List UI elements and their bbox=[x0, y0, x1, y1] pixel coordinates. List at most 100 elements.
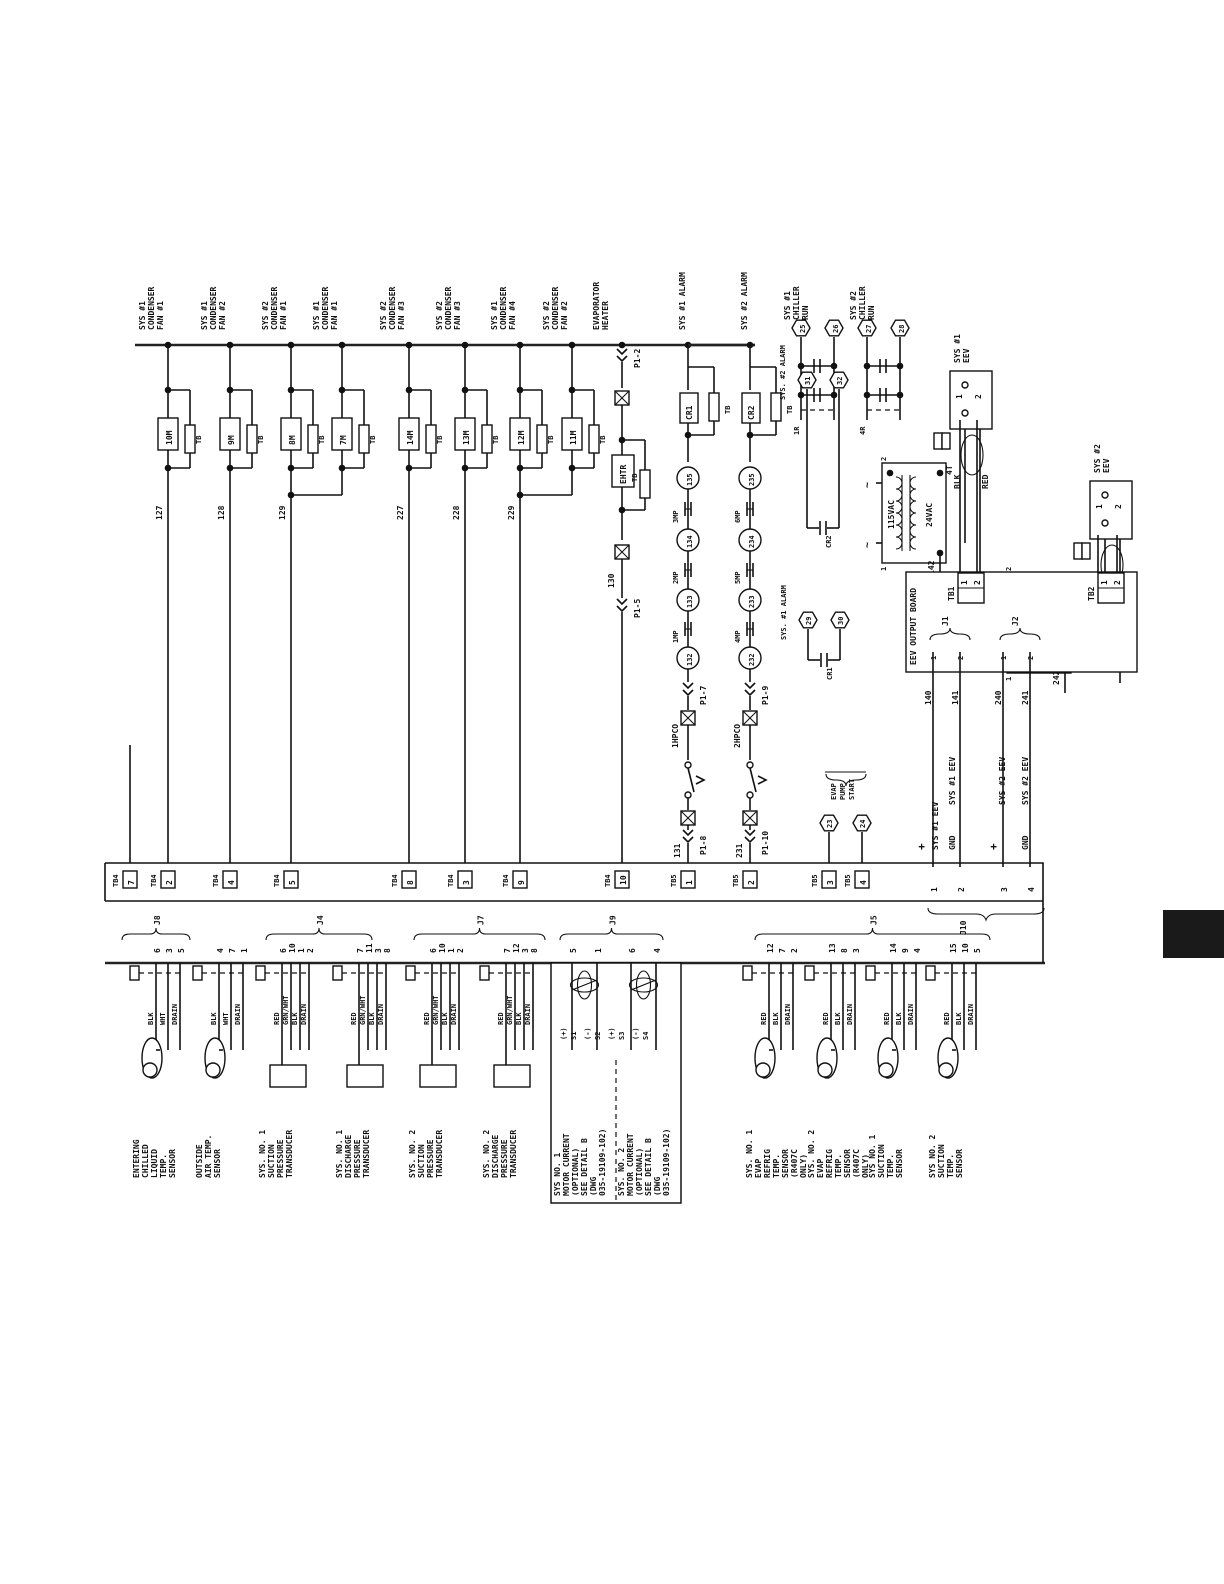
terminal-block-label: TB4 bbox=[212, 874, 220, 887]
tb-terminal-tb4-5 bbox=[283, 870, 299, 889]
terminal-number: 2 bbox=[165, 880, 174, 885]
tb-terminal-tb4-10 bbox=[614, 870, 630, 889]
top-circuit-label: SYS #2 ALARM bbox=[740, 272, 749, 330]
wire-number-label: 231 bbox=[735, 843, 744, 858]
tb-terminal-tb4-8 bbox=[401, 870, 417, 889]
connector-brace bbox=[413, 927, 546, 941]
top-circuit-label: FAN #1 bbox=[156, 301, 165, 330]
relay-label: TB bbox=[195, 436, 203, 444]
pin-number: 3 bbox=[852, 948, 861, 953]
terminal-block-label: TB4 bbox=[391, 874, 399, 887]
lead-number: 2 bbox=[1005, 567, 1013, 571]
junction-dot bbox=[568, 464, 576, 472]
temp-sensor-tip bbox=[817, 1062, 833, 1078]
coil-label: 9M bbox=[227, 435, 236, 445]
sensor-label: MOTOR CURRENT bbox=[562, 1133, 571, 1196]
sensor-label: PRESSURE bbox=[500, 1139, 509, 1178]
sensor-label: SYS NO. 2 bbox=[928, 1134, 937, 1178]
terminal-number: 30 bbox=[837, 617, 845, 625]
pin-number: 8 bbox=[530, 948, 539, 953]
wire-color-label: RED bbox=[981, 474, 990, 489]
relay-tb-box bbox=[639, 469, 651, 499]
eev-valve-label: SYS #2 bbox=[1093, 444, 1102, 473]
top-circuit-label: CONDENSER bbox=[444, 286, 453, 330]
pin-number: 6 bbox=[628, 948, 637, 953]
wire-color-label: BLK bbox=[953, 474, 962, 489]
connector-brace bbox=[999, 627, 1041, 641]
heater-fuse bbox=[614, 390, 630, 406]
sensor-label: ONLY) bbox=[861, 1154, 870, 1178]
wire-color-label: BLK bbox=[515, 1012, 523, 1025]
shield-ground-tab bbox=[255, 965, 266, 981]
wire-number-label: 227 bbox=[396, 505, 405, 520]
top-circuit-label: SYS #1 bbox=[138, 301, 147, 330]
top-circuit-label: CONDENSER bbox=[499, 286, 508, 330]
node-label: 235 bbox=[748, 473, 756, 486]
pin-number: 3 bbox=[521, 948, 530, 953]
switch-label: 2HPCO bbox=[733, 724, 742, 748]
relay-tb-box bbox=[536, 424, 548, 454]
wire-color-label: WHT bbox=[159, 1012, 167, 1025]
alarm-plug bbox=[682, 689, 694, 697]
eev-terminal bbox=[1101, 519, 1109, 527]
shield-ground-tab bbox=[332, 965, 343, 981]
junction-dot bbox=[797, 391, 805, 399]
pin-number: 7 bbox=[356, 948, 365, 953]
connector-label: J8 bbox=[153, 915, 162, 925]
junction-dot bbox=[338, 386, 346, 394]
section-tab-marker bbox=[1163, 910, 1224, 958]
sensor-label: MOTOR CURRENT bbox=[626, 1133, 635, 1196]
junction-dot bbox=[618, 341, 626, 349]
coil-label: 11M bbox=[569, 430, 578, 445]
sensor-label: (R407C bbox=[852, 1149, 861, 1178]
twisted-pair bbox=[635, 970, 652, 1000]
junction-dot bbox=[797, 362, 805, 370]
pin-number: 2 bbox=[790, 948, 799, 953]
terminal-29 bbox=[798, 611, 818, 629]
sensor-label: EVAP bbox=[754, 1159, 763, 1178]
relay-label: TB bbox=[631, 474, 639, 482]
eev-valve-label: EEV bbox=[1102, 458, 1111, 473]
transformer-label: 4T bbox=[945, 465, 954, 475]
top-circuit-label: CHILLER bbox=[858, 286, 867, 320]
terminal-number: 4 bbox=[227, 880, 236, 885]
top-circuit-label: HEATER bbox=[601, 301, 610, 330]
relay-label: 1R bbox=[793, 426, 801, 435]
wire-color-label: DRAIN bbox=[450, 1004, 458, 1025]
sensor-label: SYS. NO. 1 bbox=[258, 1130, 267, 1178]
sensor-label: REFRIG bbox=[825, 1149, 834, 1178]
wire-color-label: BLK bbox=[955, 1012, 963, 1025]
heater-fuse-2 bbox=[614, 544, 630, 560]
j10-brace bbox=[927, 907, 1045, 922]
tb-terminal-tb5-3 bbox=[821, 870, 837, 889]
shield-ground-tab bbox=[742, 965, 753, 981]
lead-number: 2 bbox=[880, 457, 888, 461]
sensor-label: SEE DETAIL B bbox=[580, 1138, 589, 1196]
alarm-plug bbox=[682, 682, 694, 690]
alarm-output-label: SYS. #1 ALARM bbox=[780, 585, 788, 640]
wire-color-label: RED bbox=[273, 1012, 281, 1025]
top-circuit-label: RUN bbox=[867, 305, 876, 320]
pin-number: 13 bbox=[828, 943, 837, 953]
relay-tb-box bbox=[358, 424, 370, 454]
pin-number: 5 bbox=[973, 948, 982, 953]
connector-brace bbox=[559, 927, 664, 941]
connector-label: J7 bbox=[477, 915, 486, 925]
connector-label: J4 bbox=[316, 915, 325, 925]
ct-signal-label: S2 bbox=[594, 1032, 602, 1040]
temp-sensor-tip bbox=[755, 1062, 771, 1078]
junction-dot bbox=[896, 362, 904, 370]
terminal-number: 28 bbox=[898, 325, 906, 333]
eev-terminal bbox=[961, 381, 969, 389]
terminal-24 bbox=[852, 814, 872, 832]
contact-label: 5MP bbox=[734, 571, 742, 584]
hp-cutout-switch bbox=[684, 761, 692, 769]
sensor-label: ONLY) bbox=[799, 1154, 808, 1178]
terminal-block-label: TB4 bbox=[150, 874, 158, 887]
evaporator-heater-box bbox=[611, 454, 635, 488]
connector-brace bbox=[265, 927, 373, 941]
junction-dot bbox=[338, 464, 346, 472]
terminal-number: 8 bbox=[406, 880, 415, 885]
coil-label: 8M bbox=[288, 435, 297, 445]
wire-number-label: 241 bbox=[1021, 690, 1030, 705]
